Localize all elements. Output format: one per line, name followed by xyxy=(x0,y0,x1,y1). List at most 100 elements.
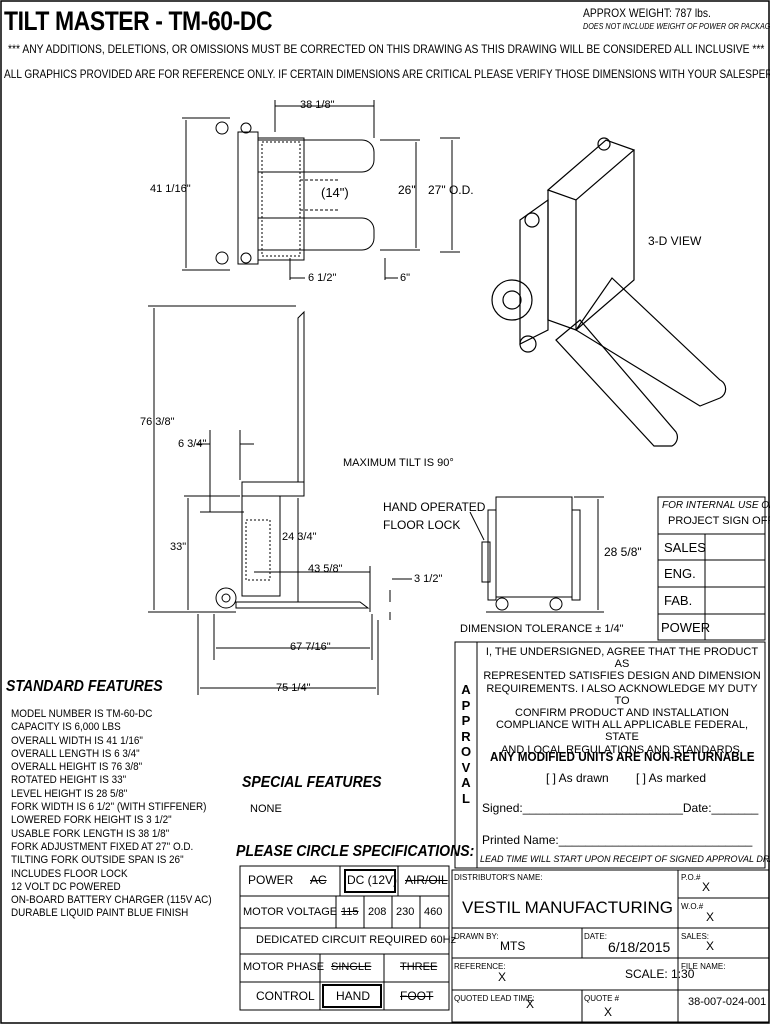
feature-item: FORK ADJUSTMENT FIXED AT 27" O.D. xyxy=(11,840,194,853)
dim-low-fork: 3 1/2" xyxy=(414,573,443,585)
form-grid xyxy=(451,496,770,1023)
feature-item: DURABLE LIQUID PAINT BLUE FINISH xyxy=(11,907,189,920)
weight-note: DOES NOT INCLUDE WEIGHT OF POWER OR PACK… xyxy=(583,22,770,31)
special-features-value: NONE xyxy=(250,803,282,815)
non-returnable-note: ANY MODIFIED UNITS ARE NON-RETURNABLE xyxy=(490,749,755,764)
approval-letter: V xyxy=(461,759,471,775)
dim-fork-width: 6 1/2" xyxy=(308,272,337,284)
feature-item: CAPACITY IS 6,000 LBS xyxy=(11,721,121,734)
spec-phase-label: MOTOR PHASE xyxy=(243,961,325,973)
approval-statement: I, THE UNDERSIGNED, AGREE THAT THE PRODU… xyxy=(482,646,762,756)
distributor-label: DISTRIBUTOR'S NAME: xyxy=(454,873,543,882)
spec-control-label: CONTROL xyxy=(256,989,315,1003)
approval-letter: L xyxy=(462,790,470,806)
3d-view-drawing xyxy=(491,137,727,447)
spec-voltage-label: MOTOR VOLTAGE xyxy=(243,906,338,918)
date-label: DATE: xyxy=(584,932,607,941)
quoted-lead-label: QUOTED LEAD TIME: xyxy=(454,994,535,1003)
distributor-name: VESTIL MANUFACTURING xyxy=(462,898,673,917)
spec-power-dc[interactable]: DC (12V) xyxy=(347,873,398,887)
file-name-value: 38-007-024-001 xyxy=(688,996,767,1008)
feature-item: INCLUDES FLOOR LOCK xyxy=(11,867,128,880)
approval-letter: A xyxy=(461,775,471,790)
spec-power-air[interactable]: AIR/OIL xyxy=(405,873,448,887)
approval-statement-line: I, THE UNDERSIGNED, AGREE THAT THE PRODU… xyxy=(485,646,759,671)
approval-letter: A xyxy=(461,682,471,697)
checkbox-as-marked[interactable]: [ ] As marked xyxy=(636,771,707,785)
drawn-by-label: DRAWN BY: xyxy=(454,932,499,941)
signed-field[interactable]: Signed:________________________Date:____… xyxy=(482,801,759,815)
spec-phase-single[interactable]: SINGLE xyxy=(331,961,372,973)
wo-value: X xyxy=(706,910,715,924)
drawn-by-value: MTS xyxy=(500,939,526,953)
spec-control-hand[interactable]: HAND xyxy=(336,989,371,1003)
dim-three-quarter: 6 3/4" xyxy=(178,438,207,450)
dim-side-height: 28 5/8" xyxy=(604,545,642,559)
approval-statement-line: REPRESENTED SATISFIES DESIGN AND DIMENSI… xyxy=(483,670,761,683)
file-name-label: FILE NAME: xyxy=(681,962,726,971)
approval-statement-line: CONFIRM PRODUCT AND INSTALLATION xyxy=(515,707,729,720)
feature-item: ROTATED HEIGHT IS 33" xyxy=(11,774,127,787)
dim-od: 27" O.D. xyxy=(428,183,474,197)
wo-label: W.O.# xyxy=(681,902,704,911)
scale-value: SCALE: 1:30 xyxy=(625,967,695,981)
spec-dedicated: DEDICATED CIRCUIT REQUIRED 60Hz xyxy=(256,934,457,946)
spec-v460[interactable]: 460 xyxy=(424,906,443,918)
sales-value: X xyxy=(706,939,715,953)
approval-statement-line: REQUIREMENTS. I ALSO ACKNOWLEDGE MY DUTY… xyxy=(486,682,758,707)
feature-item: FORK WIDTH IS 6 1/2" (WITH STIFFENER) xyxy=(11,801,207,814)
sales-label: SALES: xyxy=(681,932,710,941)
dim-top-width: 38 1/8" xyxy=(300,99,335,111)
feature-item: OVERALL LENGTH IS 6 3/4" xyxy=(11,747,140,760)
quote-value: X xyxy=(604,1005,613,1019)
feature-item: MODEL NUMBER IS TM-60-DC xyxy=(11,708,153,720)
feature-item: LOWERED FORK HEIGHT IS 3 1/2" xyxy=(11,814,172,827)
project-signoff-label: PROJECT SIGN OFF xyxy=(668,515,770,527)
lead-time-note: LEAD TIME WILL START UPON RECEIPT OF SIG… xyxy=(480,854,770,864)
po-value: X xyxy=(702,880,711,894)
spec-power-label: POWER xyxy=(248,873,294,887)
checkbox-as-drawn[interactable]: [ ] As drawn xyxy=(546,771,609,785)
spec-v208[interactable]: 208 xyxy=(368,906,387,918)
approx-weight: APPROX WEIGHT: 787 lbs. xyxy=(583,6,711,20)
approval-letter: P xyxy=(461,697,471,713)
dim-overall-width: 41 1/16" xyxy=(150,183,191,195)
internal-use-label: FOR INTERNAL USE ONLY xyxy=(662,500,770,511)
floor-lock-label-2: FLOOR LOCK xyxy=(383,518,461,532)
spec-v230[interactable]: 230 xyxy=(396,906,415,918)
po-label: P.O.# xyxy=(681,873,701,882)
standard-features-heading: STANDARD FEATURES xyxy=(6,678,163,695)
feature-item: TILTING FORK OUTSIDE SPAN IS 26" xyxy=(11,854,184,867)
approval-letter: P xyxy=(461,713,471,728)
reference-value: X xyxy=(498,970,507,984)
spec-control-foot[interactable]: FOOT xyxy=(400,989,434,1003)
top-view-drawing xyxy=(182,100,460,280)
special-features-heading: SPECIAL FEATURES xyxy=(242,774,382,791)
page-title: TILT MASTER - TM-60-DC xyxy=(4,6,273,36)
spec-v115[interactable]: 115 xyxy=(341,906,359,918)
spec-phase-three[interactable]: THREE xyxy=(400,961,438,973)
feature-item: OVERALL HEIGHT IS 76 3/8" xyxy=(11,761,143,774)
feature-item: ON-BOARD BATTERY CHARGER (115V AC) xyxy=(11,894,212,907)
spec-table xyxy=(239,865,450,1011)
reference-label: REFERENCE: xyxy=(454,962,506,971)
dim-len-c: 75 1/4" xyxy=(276,682,311,694)
front-view-drawing xyxy=(469,496,604,613)
approval-statement-line: COMPLIANCE WITH ALL APPLICABLE FEDERAL, … xyxy=(495,719,749,744)
notice-line-1: *** ANY ADDITIONS, DELETIONS, OR OMISSIO… xyxy=(8,42,765,56)
spec-power-ac[interactable]: AC xyxy=(310,873,327,887)
dim-mid: 24 3/4" xyxy=(282,531,317,543)
notice-line-2: ALL GRAPHICS PROVIDED ARE FOR REFERENCE … xyxy=(4,67,770,81)
feature-item: OVERALL WIDTH IS 41 1/16" xyxy=(11,734,143,747)
approval-statement-line: AND LOCAL REGULATIONS AND STANDARDS. xyxy=(501,743,743,756)
printed-name-field[interactable]: Printed Name:___________________________… xyxy=(482,833,753,847)
signoff-power: POWER xyxy=(661,620,711,635)
dim-lower: 33" xyxy=(170,541,187,553)
dim-inner-span: (14") xyxy=(321,185,349,200)
max-tilt-note: MAXIMUM TILT IS 90° xyxy=(343,457,454,469)
signoff-eng: ENG. xyxy=(664,566,696,581)
signoff-fab: FAB. xyxy=(664,593,693,608)
feature-item: LEVEL HEIGHT IS 28 5/8" xyxy=(11,787,128,800)
side-view-drawing xyxy=(148,305,412,695)
